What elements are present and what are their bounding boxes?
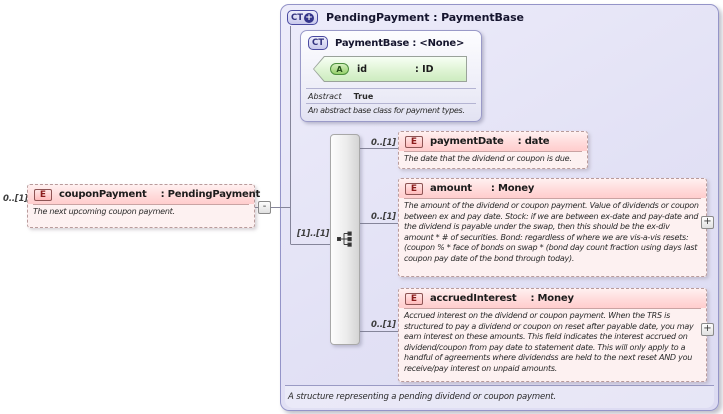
element-annotation: The next upcoming coupon payment.	[33, 207, 175, 216]
divider	[404, 151, 582, 152]
element-type: : date	[517, 136, 550, 147]
complex-type-icon: CT	[308, 36, 329, 50]
element-name: accruedInterest	[430, 293, 517, 304]
element-name: paymentDate	[430, 136, 504, 147]
divider	[404, 308, 701, 309]
facet-label: Abstract	[308, 92, 342, 101]
attribute-id-tag[interactable]: A id : ID	[313, 56, 467, 82]
element-annotation: The date that the dividend or coupon is …	[404, 154, 572, 163]
element-paymentdate-box[interactable]: E paymentDate : date The date that the di…	[398, 131, 588, 169]
element-header: E amount : Money	[399, 179, 706, 198]
element-amount-box[interactable]: E amount : Money The amount of the divide…	[398, 178, 707, 277]
container-footer	[285, 385, 714, 408]
expand-toggle[interactable]: +	[701, 323, 714, 336]
element-accruedinterest-box[interactable]: E accruedInterest : Money Accrued interes…	[398, 288, 707, 382]
accruedinterest-occurrence-label: 0..[1]	[371, 320, 396, 330]
root-occurrence-label: 0..[1]	[3, 194, 28, 204]
base-class-paymentbase-box[interactable]: CT PaymentBase : <None> A id : ID Abstra…	[300, 30, 482, 122]
element-name: amount	[430, 183, 472, 194]
container-title-row: CT+ PendingPayment : PaymentBase	[287, 10, 524, 25]
element-header: E couponPayment : PendingPayment	[28, 185, 260, 204]
base-class-header: CT PaymentBase : <None>	[301, 31, 481, 50]
element-icon: E	[405, 182, 423, 195]
base-class-title: PaymentBase : <None>	[335, 37, 465, 49]
element-annotation: Accrued interest on the dividend or coup…	[404, 311, 694, 373]
element-type: : Money	[490, 183, 535, 194]
expand-toggle[interactable]: +	[701, 216, 714, 229]
element-icon: E	[34, 188, 52, 201]
plus-circle-icon: +	[304, 12, 315, 23]
element-header: E accruedInterest : Money	[399, 289, 706, 308]
container-title: PendingPayment : PaymentBase	[326, 11, 524, 24]
divider	[404, 198, 701, 199]
facet-value: True	[353, 92, 374, 101]
paymentdate-occurrence-label: 0..[1]	[371, 138, 396, 148]
element-type: : Money	[530, 293, 574, 304]
element-header: E paymentDate : date	[399, 132, 587, 151]
base-class-annotation: An abstract base class for payment types…	[306, 103, 476, 115]
attribute-name: id	[357, 63, 368, 75]
element-icon: E	[405, 292, 423, 305]
complex-type-global-icon: CT+	[287, 10, 319, 25]
element-annotation: The amount of the dividend or coupon pay…	[404, 201, 699, 263]
sequence-icon	[336, 231, 352, 247]
divider	[33, 204, 249, 205]
compositor-occurrence-label: [1]..[1]	[297, 229, 330, 239]
abstract-facet-row: Abstract True	[306, 88, 476, 103]
attribute-icon: A	[330, 63, 349, 75]
container-annotation: A structure representing a pending divid…	[288, 392, 557, 402]
element-icon: E	[405, 135, 423, 148]
collapse-toggle[interactable]: -	[258, 201, 271, 214]
element-couponpayment-box[interactable]: E couponPayment : PendingPayment The next…	[27, 184, 260, 228]
sequence-compositor[interactable]	[330, 134, 360, 345]
element-name: couponPayment	[59, 189, 147, 200]
element-type: : PendingPayment	[160, 189, 261, 200]
attribute-type: : ID	[415, 63, 434, 75]
ct-badge-label: CT	[291, 12, 304, 23]
amount-occurrence-label: 0..[1]	[371, 212, 396, 222]
